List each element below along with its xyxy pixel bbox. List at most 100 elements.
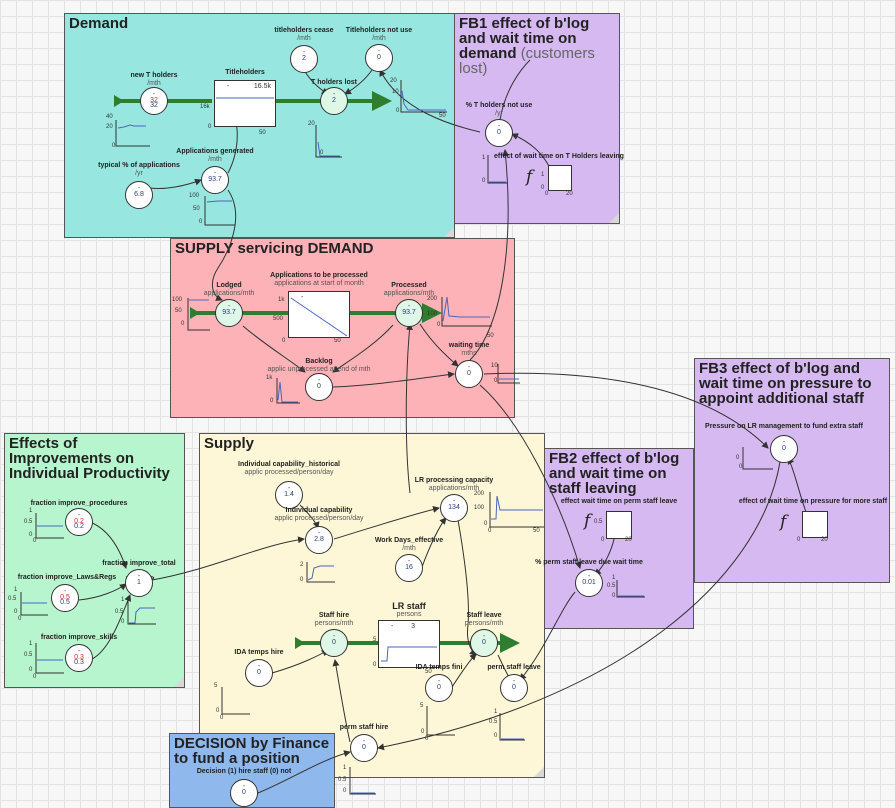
node-circle[interactable]: -93.7	[201, 166, 229, 194]
node-t-holders-lost[interactable]: -2	[320, 87, 348, 115]
node-circle[interactable]: -2	[320, 87, 348, 115]
node-decision-hire[interactable]: -0	[230, 779, 258, 807]
tick-1: 1	[343, 765, 347, 771]
node-circle[interactable]: -0	[320, 629, 348, 657]
node-circle[interactable]: -0	[500, 674, 528, 702]
node-titleholders-not-use[interactable]: -0	[365, 44, 393, 72]
node-ida-temps-fini[interactable]: -0	[425, 674, 453, 702]
node-circle[interactable]: -0	[350, 734, 378, 762]
tick-1: 1	[482, 155, 486, 161]
node-typical-pct-applications[interactable]: -6.8	[125, 181, 153, 209]
sector-fb3[interactable]: FB3 effect of b'log and wait time on pre…	[694, 358, 890, 583]
tick-1: 1	[612, 575, 616, 581]
node-circle[interactable]: -0	[230, 779, 258, 807]
tick-1: 1	[14, 587, 18, 593]
sector-improvements[interactable]: Effects of Improvements on Individual Pr…	[4, 433, 185, 688]
node-circle[interactable]: -0	[470, 629, 498, 657]
node-ida-temps-hire[interactable]: -0	[245, 659, 273, 687]
node-pct-t-holders-not-use[interactable]: -0	[485, 119, 513, 147]
func-wait-pressure[interactable]: f	[780, 512, 787, 532]
node-circle[interactable]: -0	[245, 659, 273, 687]
tick-0: 0	[601, 537, 605, 543]
node-circle[interactable]: -0.01	[575, 569, 603, 597]
node-circle[interactable]: -134	[440, 494, 468, 522]
node-circle[interactable]: -0	[455, 360, 483, 388]
node-circle[interactable]: -6.8	[125, 181, 153, 209]
tick-0: 0	[421, 729, 425, 735]
node-pct-perm-leave[interactable]: -0.01	[575, 569, 603, 597]
node-circle[interactable]: -16	[395, 554, 423, 582]
node-value: 0.01	[582, 579, 596, 587]
lr-staff-unit: persons	[396, 611, 422, 618]
func-wait-t-holders[interactable]: f	[526, 167, 533, 187]
tick-50: 50	[175, 308, 182, 314]
titleholders-axis-x0: 0	[208, 124, 212, 130]
node-label-decision-hire: Decision (1) hire staff (0) not	[196, 768, 292, 775]
node-fraction-total[interactable]: -1	[125, 569, 153, 597]
tick-50: 50	[425, 669, 432, 675]
node-circle[interactable]: -0	[770, 435, 798, 463]
graph-laws-axes	[20, 592, 48, 616]
node-perm-staff-hire[interactable]: -0	[350, 734, 378, 762]
node-backlog[interactable]: -0	[305, 373, 333, 401]
node-unit-ind-cap: applic processed/person/day	[274, 515, 364, 522]
node-value: 1.4	[284, 491, 294, 499]
sector-decision-title: DECISION by Finance to fund a position	[174, 735, 330, 767]
node-circle[interactable]: -0	[485, 119, 513, 147]
node-perm-staff-leave[interactable]: -0	[500, 674, 528, 702]
func-wait-perm-leave[interactable]: f	[584, 511, 591, 531]
graph-apps-line	[206, 200, 232, 203]
node-circle[interactable]: -1.4	[275, 481, 303, 509]
node-pressure-lr[interactable]: -0	[770, 435, 798, 463]
tick-1: 1	[541, 172, 545, 178]
node-staff-leave[interactable]: -0	[470, 629, 498, 657]
tick-20: 20	[821, 537, 828, 543]
flow-sources	[114, 95, 305, 649]
tick-50: 50	[533, 528, 540, 534]
stock-titleholders[interactable]: - 16.5k	[214, 80, 276, 127]
graph-capacity-axes	[489, 492, 544, 528]
node-lodged[interactable]: -93.7	[215, 299, 243, 327]
node-applications-generated[interactable]: -93.7	[201, 166, 229, 194]
node-circle[interactable]: -93.7	[215, 299, 243, 327]
node-circle[interactable]: -1	[125, 569, 153, 597]
tick-0: 0	[437, 322, 441, 328]
node-circle[interactable]: -0	[425, 674, 453, 702]
tick-10: 10	[491, 363, 498, 369]
node-circle[interactable]: -93.7	[395, 299, 423, 327]
node-ind-cap[interactable]: -2.8	[305, 526, 333, 554]
node-circle[interactable]: -2	[290, 45, 318, 73]
node-circle[interactable]: -2.8	[305, 526, 333, 554]
node-waiting-time[interactable]: -0	[455, 360, 483, 388]
graph-lodged-axes	[187, 298, 210, 331]
node-circle[interactable]: -0	[305, 373, 333, 401]
node-ind-cap-hist[interactable]: -1.4	[275, 481, 303, 509]
tick-05: 0.5	[8, 596, 17, 602]
node-staff-hire[interactable]: -0	[320, 629, 348, 657]
stock-lr-staff[interactable]: - 3	[378, 620, 440, 668]
node-label-pct-perm-leave: % perm staff leave due wait time	[535, 559, 643, 566]
tick-0: 0	[396, 108, 400, 114]
node-label-staff-hire: Staff hire	[318, 612, 350, 619]
node-titleholders-cease[interactable]: -2	[290, 45, 318, 73]
stock-applications-to-process[interactable]: -	[288, 291, 350, 338]
node-value: 0	[467, 370, 471, 378]
node-label-fraction-skills: fraction improve_skills	[40, 634, 118, 641]
sector-fb1[interactable]: FB1 effect of b'log and wait time on dem…	[454, 13, 620, 224]
sector-supply[interactable]: Supply	[199, 433, 545, 778]
node-lr-capacity[interactable]: -134	[440, 494, 468, 522]
tick-1: 1	[121, 597, 125, 603]
node-work-days[interactable]: -16	[395, 554, 423, 582]
node-label-t-holders-lost: T holders lost	[311, 79, 357, 86]
node-processed[interactable]: -93.7	[395, 299, 423, 327]
tick-0: 0	[270, 398, 274, 404]
node-circle[interactable]: -0	[365, 44, 393, 72]
